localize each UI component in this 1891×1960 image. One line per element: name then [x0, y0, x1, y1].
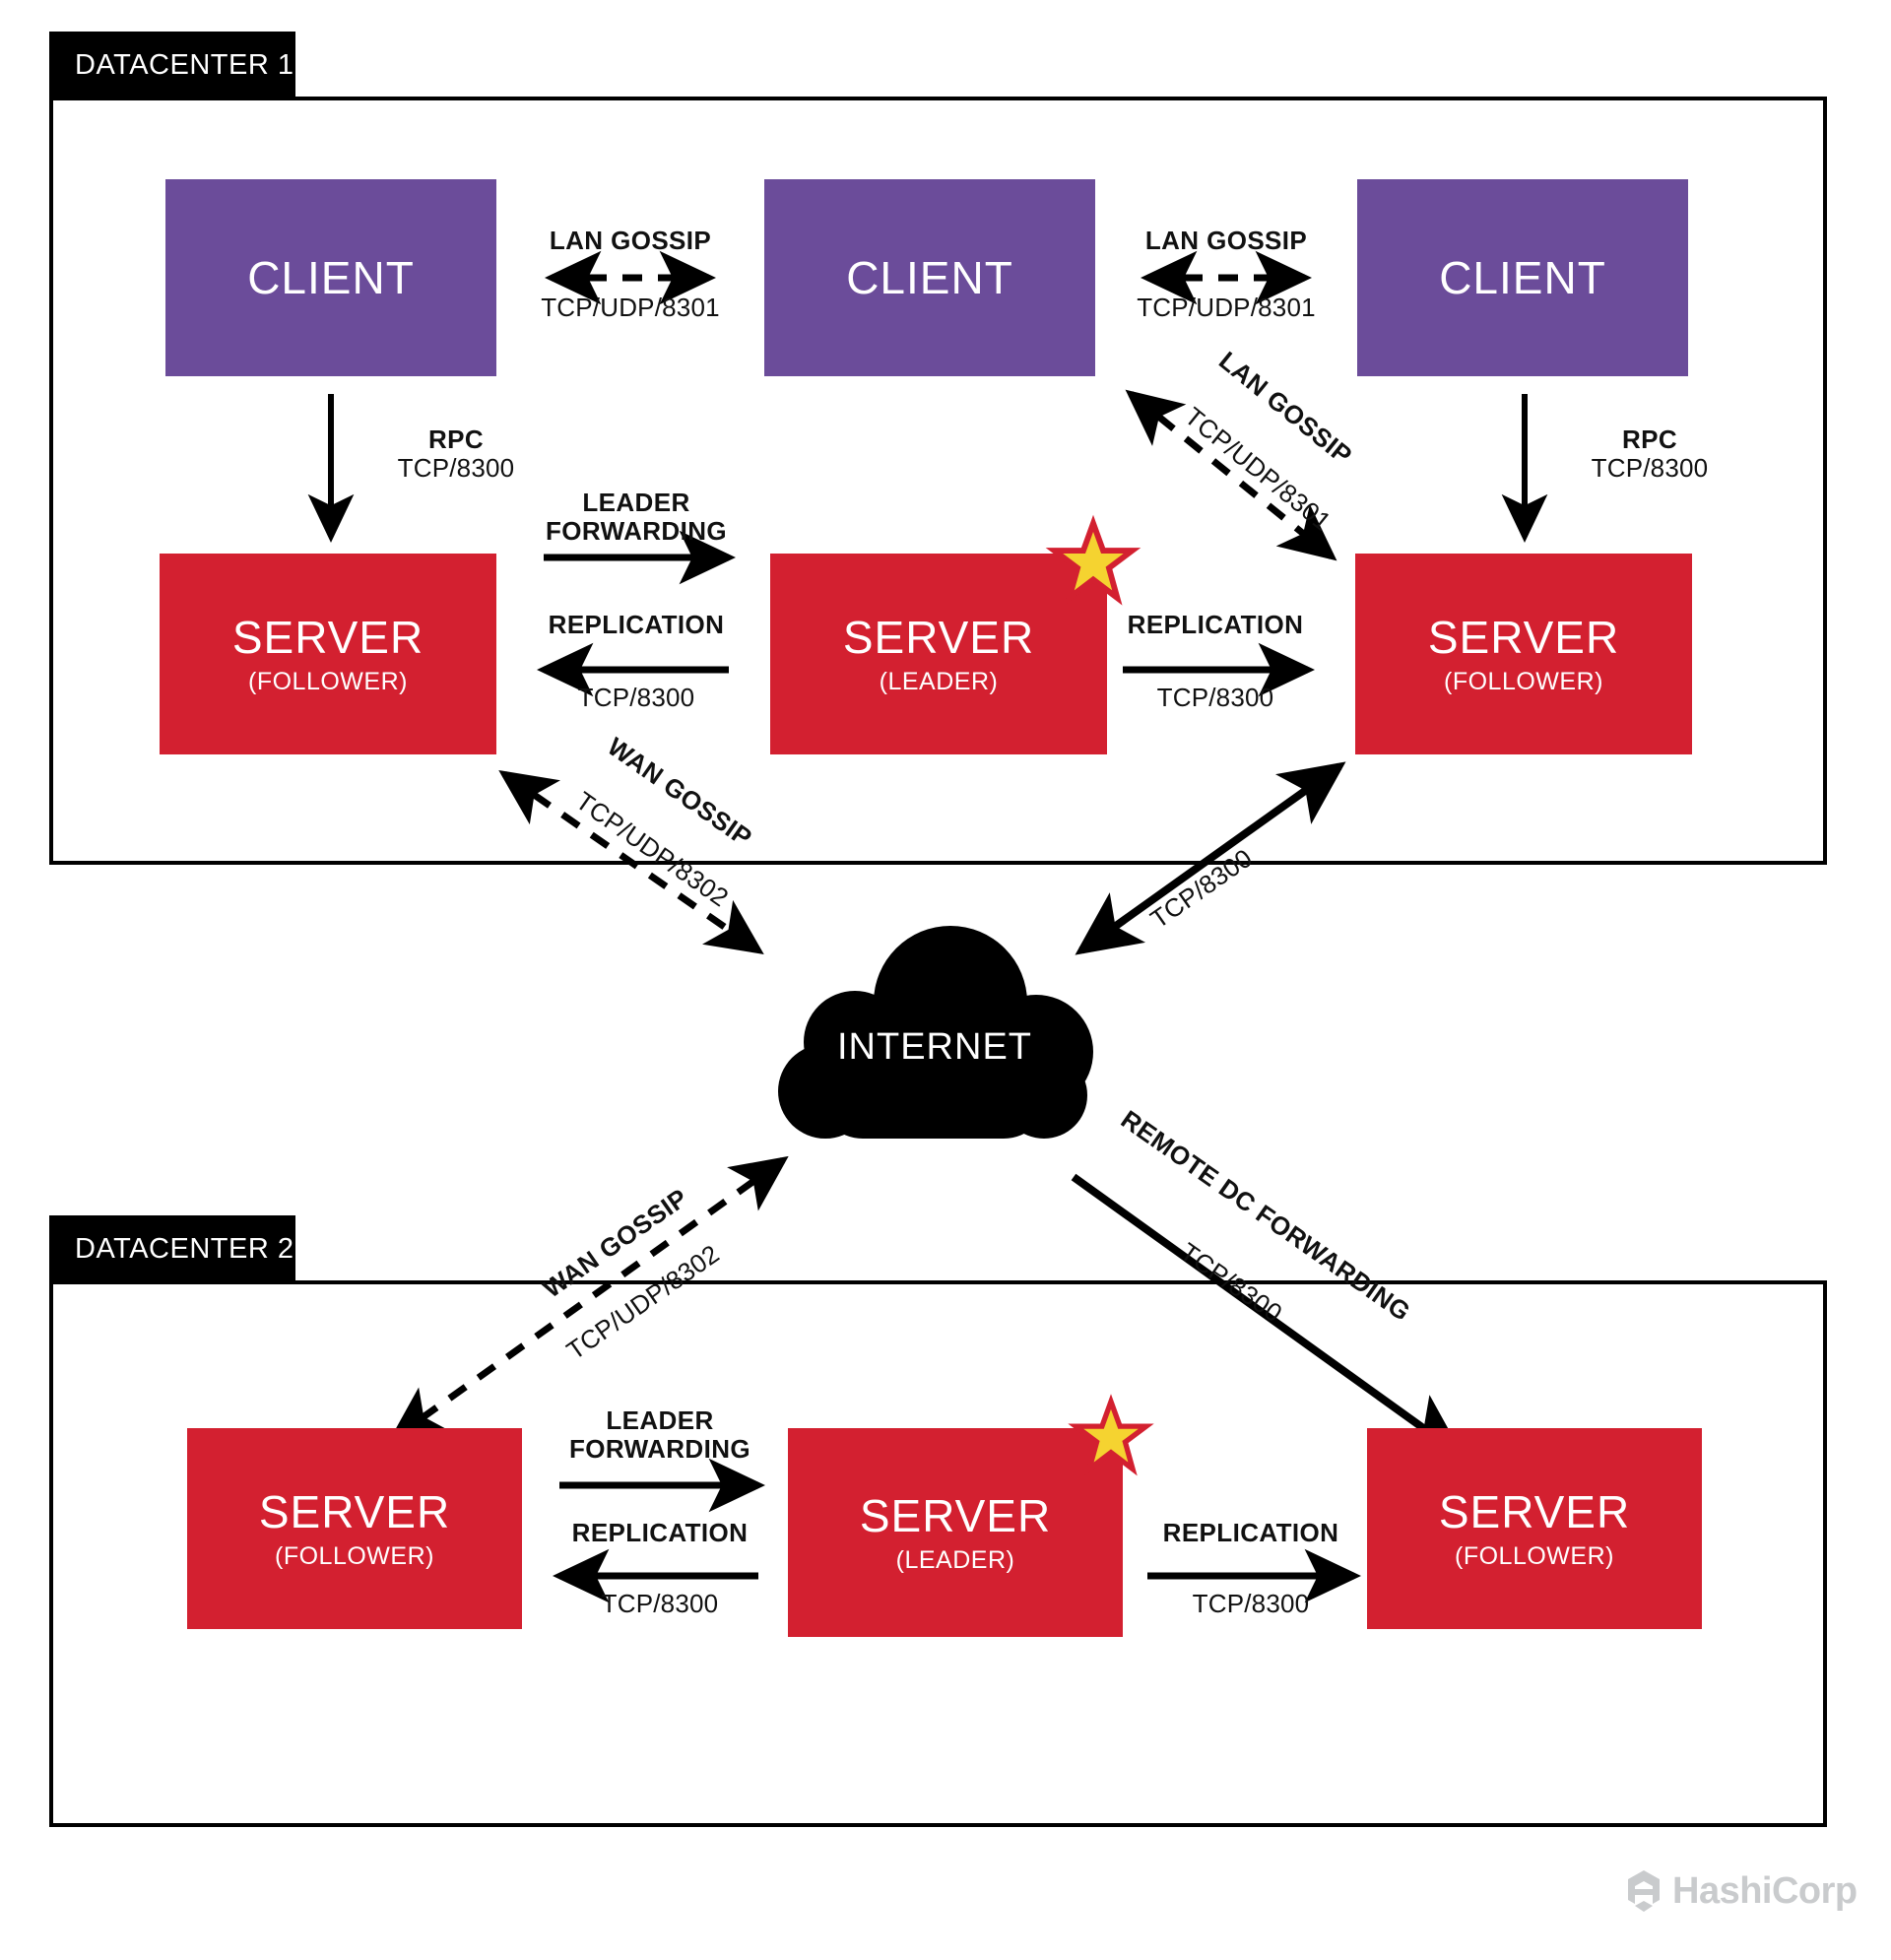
dc2-server-leader-title: SERVER	[859, 1489, 1052, 1541]
label-replication-right-dc2-port: TCP/8300	[1192, 1589, 1310, 1618]
datacenter-2-frame	[49, 1280, 1827, 1827]
hashicorp-logo-text: HashiCorp	[1672, 1870, 1858, 1912]
edge-lan-gossip-diagonal	[1125, 389, 1337, 561]
label-leader-forwarding-dc2-name: LEADER FORWARDING	[568, 1405, 751, 1465]
dc2-server-leader-role: (LEADER)	[895, 1545, 1015, 1574]
dc2-server-follower-left-title: SERVER	[258, 1485, 451, 1537]
label-rpc-right-name: RPC	[1621, 425, 1678, 454]
dc1-client-3[interactable]: CLIENT	[1357, 179, 1688, 376]
label-lan-gossip-2: LAN GOSSIP	[1108, 226, 1344, 255]
label-rpc-right-port: TCP/8300	[1591, 453, 1709, 484]
datacenter-1-label: DATACENTER 1	[75, 48, 294, 81]
label-replication-right-dc2-name: REPLICATION	[1162, 1518, 1339, 1547]
label-leader-forwarding-dc2: LEADER FORWARDING	[542, 1405, 778, 1465]
label-replication-left-dc2-port-wrap: TCP/8300	[542, 1589, 778, 1618]
dc2-server-follower-left[interactable]: SERVER (FOLLOWER)	[187, 1428, 522, 1629]
dc1-server-follower-right-title: SERVER	[1427, 611, 1620, 663]
label-lan-gossip-1-port-wrap: TCP/UDP/8301	[512, 293, 749, 322]
label-rpc-left-name: RPC	[427, 425, 485, 454]
label-replication-right-dc2: REPLICATION	[1133, 1518, 1369, 1547]
dc1-client-2[interactable]: CLIENT	[764, 179, 1095, 376]
edge-wan-gossip-dc2	[388, 1155, 789, 1443]
label-replication-right-dc1-name: REPLICATION	[1127, 610, 1304, 639]
label-lan-gossip-1-name: LAN GOSSIP	[549, 226, 712, 255]
label-replication-left-dc2-port: TCP/8300	[601, 1589, 719, 1618]
label-leader-forwarding-dc1-name: LEADER FORWARDING	[545, 488, 728, 547]
label-leader-forwarding-dc1: LEADER FORWARDING	[518, 488, 754, 547]
dc1-client-1[interactable]: CLIENT	[165, 179, 496, 376]
dc1-server-leader-title: SERVER	[842, 611, 1035, 663]
label-lan-gossip-2-port-wrap: TCP/UDP/8301	[1108, 293, 1344, 322]
dc1-server-follower-left[interactable]: SERVER (FOLLOWER)	[160, 554, 496, 754]
label-rpc-left: RPC TCP/8300	[353, 425, 559, 483]
label-rpc-right: RPC TCP/8300	[1546, 425, 1753, 483]
label-replication-right-dc2-port-wrap: TCP/8300	[1133, 1589, 1369, 1618]
dc1-server-leader[interactable]: SERVER (LEADER)	[770, 554, 1107, 754]
internet-cloud	[749, 926, 1103, 1143]
label-lan-gossip-2-name: LAN GOSSIP	[1144, 226, 1308, 255]
dc1-server-follower-right[interactable]: SERVER (FOLLOWER)	[1355, 554, 1692, 754]
dc2-leader-star	[1068, 1394, 1154, 1476]
dc1-server-follower-left-role: (FOLLOWER)	[248, 667, 408, 695]
edge-remote-dc-forwarding	[1071, 1173, 1465, 1458]
dc1-server-follower-right-role: (FOLLOWER)	[1444, 667, 1603, 695]
datacenter-2-label: DATACENTER 2	[75, 1232, 294, 1265]
dc1-client-1-title: CLIENT	[247, 252, 415, 303]
edge-internet-tcp-dc1	[1075, 761, 1346, 955]
dc2-server-follower-right-title: SERVER	[1438, 1485, 1631, 1537]
label-replication-left-dc1-name: REPLICATION	[548, 610, 725, 639]
label-replication-right-dc1: REPLICATION	[1097, 610, 1334, 639]
dc1-client-2-title: CLIENT	[846, 252, 1013, 303]
dc1-server-follower-left-title: SERVER	[231, 611, 424, 663]
label-replication-left-dc1: REPLICATION	[518, 610, 754, 639]
label-lan-gossip-1-port: TCP/UDP/8301	[541, 293, 720, 322]
label-replication-left-dc2: REPLICATION	[542, 1518, 778, 1547]
label-rpc-left-port: TCP/8300	[397, 453, 515, 484]
label-lan-gossip-2-port: TCP/UDP/8301	[1137, 293, 1316, 322]
dc2-server-follower-right[interactable]: SERVER (FOLLOWER)	[1367, 1428, 1702, 1629]
label-lan-gossip-1: LAN GOSSIP	[512, 226, 749, 255]
label-replication-left-dc2-name: REPLICATION	[571, 1518, 749, 1547]
label-replication-left-dc1-port-wrap: TCP/8300	[518, 683, 754, 712]
datacenter-1-frame	[49, 97, 1827, 865]
star-icon	[1045, 514, 1141, 606]
datacenter-2-tab: DATACENTER 2	[49, 1215, 295, 1282]
internet-cloud-label: INTERNET	[837, 1026, 1032, 1068]
dc2-server-leader[interactable]: SERVER (LEADER)	[788, 1428, 1123, 1637]
label-replication-right-dc1-port-wrap: TCP/8300	[1097, 683, 1334, 712]
label-replication-left-dc1-port: TCP/8300	[577, 683, 695, 712]
dc1-client-3-title: CLIENT	[1439, 252, 1606, 303]
dc2-server-follower-left-role: (FOLLOWER)	[275, 1541, 434, 1570]
label-replication-right-dc1-port: TCP/8300	[1156, 683, 1274, 712]
star-icon	[1068, 1394, 1154, 1476]
edge-wan-gossip-dc1	[498, 770, 764, 954]
hashicorp-logo-icon	[1628, 1870, 1660, 1912]
dc1-server-leader-role: (LEADER)	[879, 667, 999, 695]
dc2-server-follower-right-role: (FOLLOWER)	[1455, 1541, 1614, 1570]
hashicorp-branding: HashiCorp	[1625, 1869, 1858, 1913]
datacenter-1-tab: DATACENTER 1	[49, 32, 295, 98]
dc1-leader-star	[1045, 514, 1141, 606]
